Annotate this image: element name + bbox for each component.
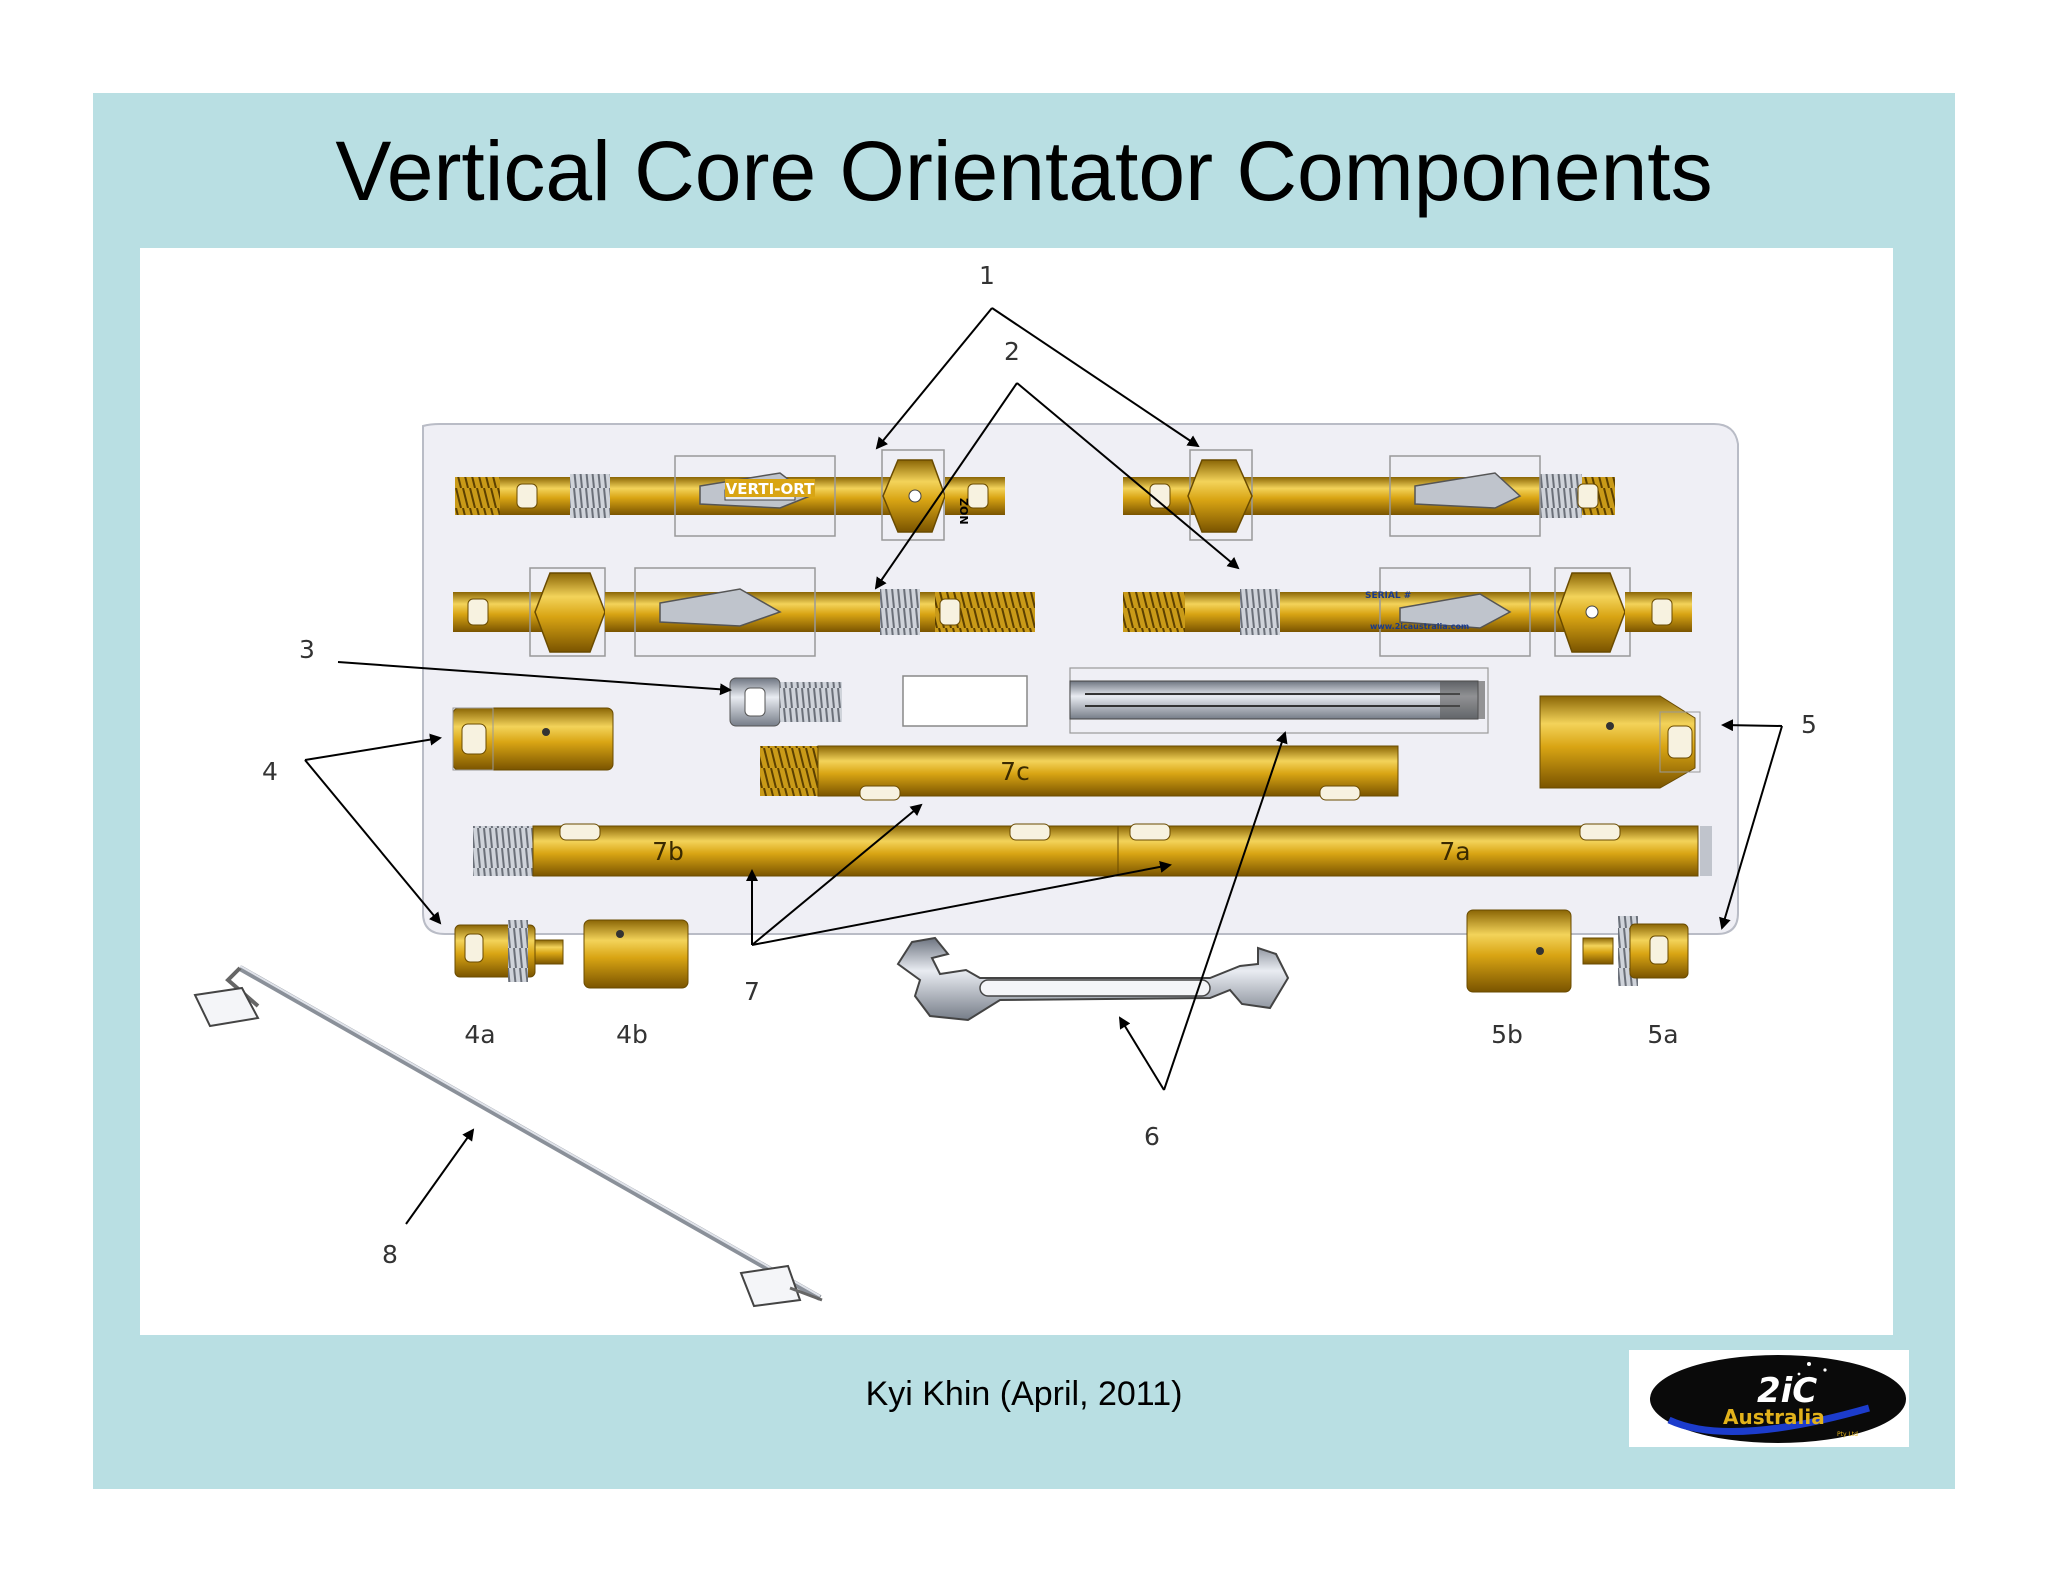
foam-tray <box>422 423 1739 935</box>
label-6: 6 <box>1144 1122 1160 1151</box>
brand-marking: VERTI-ORT <box>726 480 815 498</box>
part-7c-rod <box>760 745 1399 801</box>
company-logo: 2iC Australia Pty Ltd <box>1629 1350 1909 1447</box>
slide: Vertical Core Orientator Components <box>93 93 1955 1489</box>
orientator-tool-2 <box>1123 449 1615 541</box>
label-4a: 4a <box>464 1020 495 1049</box>
part-4b <box>583 919 689 989</box>
label-7a: 7a <box>1439 837 1470 866</box>
label-4b: 4b <box>616 1020 648 1049</box>
label-5: 5 <box>1801 710 1817 739</box>
part-6-rod <box>1069 667 1489 734</box>
logo-main-text: 2iC <box>1757 1371 1817 1411</box>
label-5b: 5b <box>1491 1020 1523 1049</box>
part-5a <box>1582 916 1689 986</box>
orientator-tool-4: SERIAL # www.2icaustralia.com <box>1123 567 1692 657</box>
orientator-tool-1: VERTI-ORT ZON <box>455 449 1005 541</box>
zon-marking: ZON <box>957 498 970 525</box>
part-4a <box>454 920 564 982</box>
part-7ab-rod <box>473 823 1712 877</box>
label-5a: 5a <box>1647 1020 1678 1049</box>
logo-small-text: Pty Ltd <box>1837 1431 1858 1438</box>
part-5-assembly <box>1539 695 1701 789</box>
callout-arrows <box>304 307 1783 1225</box>
part-6-wrench <box>896 936 1290 1022</box>
slide-title: Vertical Core Orientator Components <box>335 124 1713 218</box>
part-5b <box>1466 909 1572 993</box>
diagram-panel: VERTI-ORT ZON <box>140 248 1893 1335</box>
label-7c: 7c <box>1000 757 1030 786</box>
part-3-fitting <box>729 677 842 727</box>
label-4: 4 <box>262 757 278 786</box>
label-8: 8 <box>382 1240 398 1269</box>
orientator-tool-3 <box>453 567 1035 657</box>
label-7b: 7b <box>652 837 684 866</box>
serial-marking: SERIAL # <box>1365 591 1411 601</box>
components-diagram: VERTI-ORT ZON <box>193 261 1817 1308</box>
logo-sub-text: Australia <box>1723 1405 1825 1429</box>
label-2: 2 <box>1004 337 1020 366</box>
part-8-tool <box>193 965 823 1308</box>
url-marking: www.2icaustralia.com <box>1370 622 1469 631</box>
part-4-assembly <box>452 707 614 771</box>
label-7: 7 <box>744 977 760 1006</box>
label-3: 3 <box>299 635 315 664</box>
footer-credit: Kyi Khin (April, 2011) <box>865 1375 1183 1413</box>
empty-slot <box>902 675 1028 727</box>
label-1: 1 <box>979 261 995 290</box>
